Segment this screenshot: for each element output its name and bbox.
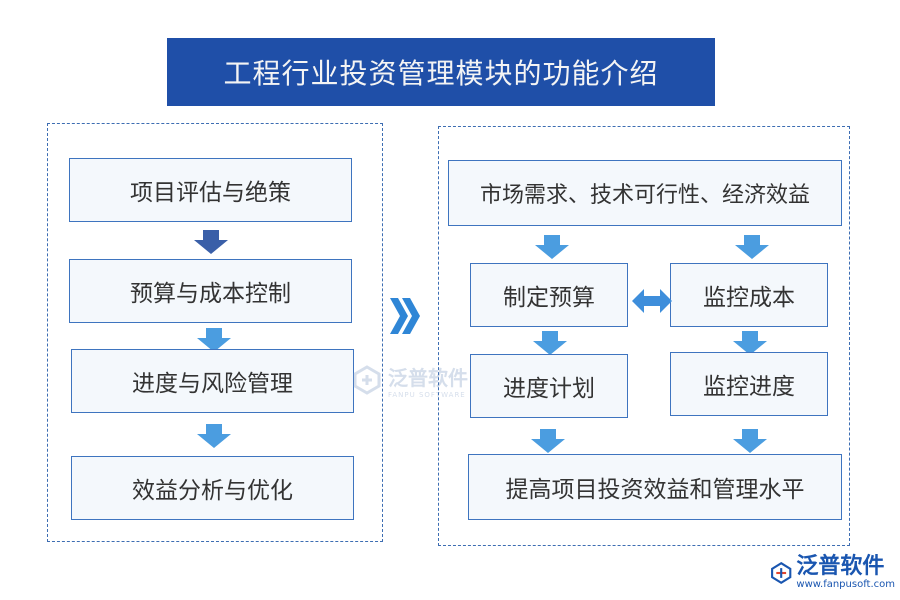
- watermark-sub: FANPU SOFTWARE: [388, 390, 466, 399]
- watermark-name: 泛普软件: [388, 365, 468, 390]
- improve-investment-benefit: 提高项目投资效益和管理水平: [468, 454, 842, 520]
- fanpu-watermark-icon: [353, 365, 381, 395]
- fanpu-logo: 泛普软件 www.fanpusoft.com: [770, 552, 895, 594]
- progress-plan: 进度计划: [470, 354, 628, 418]
- step-budget-cost-control: 预算与成本控制: [69, 259, 352, 323]
- down-arrow-icon: [531, 429, 565, 453]
- down-arrow-icon: [194, 230, 228, 254]
- step-progress-risk-management: 进度与风险管理: [71, 349, 354, 413]
- down-arrow-icon: [533, 331, 567, 355]
- monitor-cost: 监控成本: [670, 263, 828, 327]
- logo-name: 泛普软件: [796, 554, 885, 579]
- step-benefit-analysis: 效益分析与优化: [71, 456, 354, 520]
- bidirectional-arrow-icon: [632, 289, 672, 313]
- down-arrow-icon: [733, 429, 767, 453]
- diagram-title: 工程行业投资管理模块的功能介绍: [167, 38, 715, 106]
- step-project-evaluation: 项目评估与绝策: [69, 158, 352, 222]
- fanpu-logo-icon: [771, 561, 792, 585]
- left-panel: [47, 123, 383, 542]
- down-arrow-icon: [733, 331, 767, 355]
- down-arrow-icon: [197, 424, 231, 448]
- make-budget: 制定预算: [470, 263, 628, 327]
- logo-url: www.fanpusoft.com: [796, 579, 895, 590]
- down-arrow-icon: [535, 235, 569, 259]
- down-arrow-icon: [735, 235, 769, 259]
- watermark: 泛普软件 FANPU SOFTWARE: [352, 360, 492, 400]
- down-arrow-icon: [197, 328, 231, 352]
- monitor-progress: 监控进度: [670, 352, 828, 416]
- double-chevron-right-icon: [390, 298, 420, 334]
- right-panel: [438, 126, 850, 546]
- input-factors: 市场需求、技术可行性、经济效益: [448, 160, 842, 226]
